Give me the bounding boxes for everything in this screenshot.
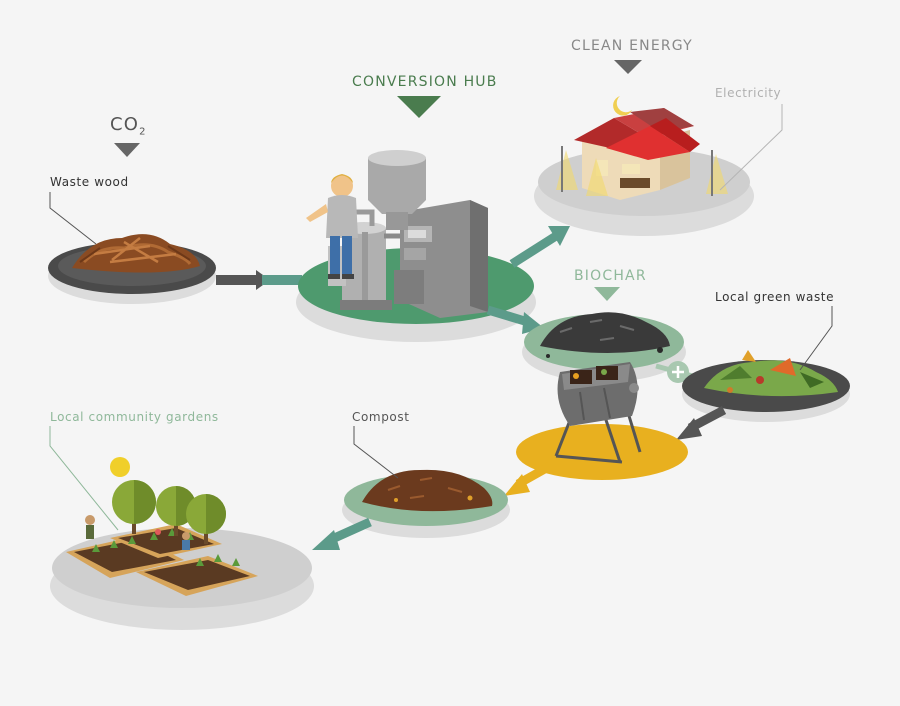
co2-marker-triangle	[114, 143, 140, 157]
biochar-marker-triangle	[594, 287, 620, 301]
waste-wood-pile	[72, 234, 200, 273]
sun-icon	[110, 457, 130, 477]
green-waste-leader-line	[799, 306, 833, 371]
arrow-tumbler-to-compost	[504, 462, 553, 496]
arrow-wood-to-hub	[216, 270, 302, 290]
tumbler-platter	[516, 424, 688, 480]
compost-leader-line	[353, 426, 399, 479]
compost-pile	[362, 469, 493, 512]
street-light-beams	[556, 146, 728, 196]
gardener-figures	[85, 515, 190, 550]
electricity-leader-line	[719, 104, 783, 191]
local-green-waste-label: Local green waste	[715, 290, 835, 304]
green-waste-pile	[704, 350, 838, 397]
garden-trees	[112, 480, 226, 544]
moon-icon	[613, 96, 632, 116]
conversion-hub-label: CONVERSION HUB	[352, 74, 498, 90]
co2-label-main: CO	[110, 114, 140, 135]
arrow-green-waste-to-compost	[676, 406, 727, 440]
clean-energy-marker-triangle	[614, 60, 642, 74]
biochar-label: BIOCHAR	[574, 268, 647, 284]
waste-wood-label: Waste wood	[50, 175, 129, 189]
worker-figure	[306, 174, 358, 279]
electricity-label: Electricity	[715, 86, 782, 100]
co2-label-subscript: 2	[139, 126, 147, 138]
compost-tumbler	[554, 362, 642, 464]
biochar-pile	[540, 312, 670, 358]
clean-energy-label: CLEAN ENERGY	[571, 38, 693, 54]
compost-label: Compost	[352, 410, 410, 424]
conversion-hub-marker-triangle	[397, 96, 441, 118]
local-community-gardens-label: Local community gardens	[50, 410, 219, 424]
gardens-leader-line	[49, 426, 119, 531]
arrow-hub-to-clean-energy	[509, 226, 570, 268]
arrow-compost-to-gardens	[312, 517, 372, 550]
waste-wood-leader-line	[49, 192, 97, 245]
co2-label: CO2	[110, 114, 147, 138]
